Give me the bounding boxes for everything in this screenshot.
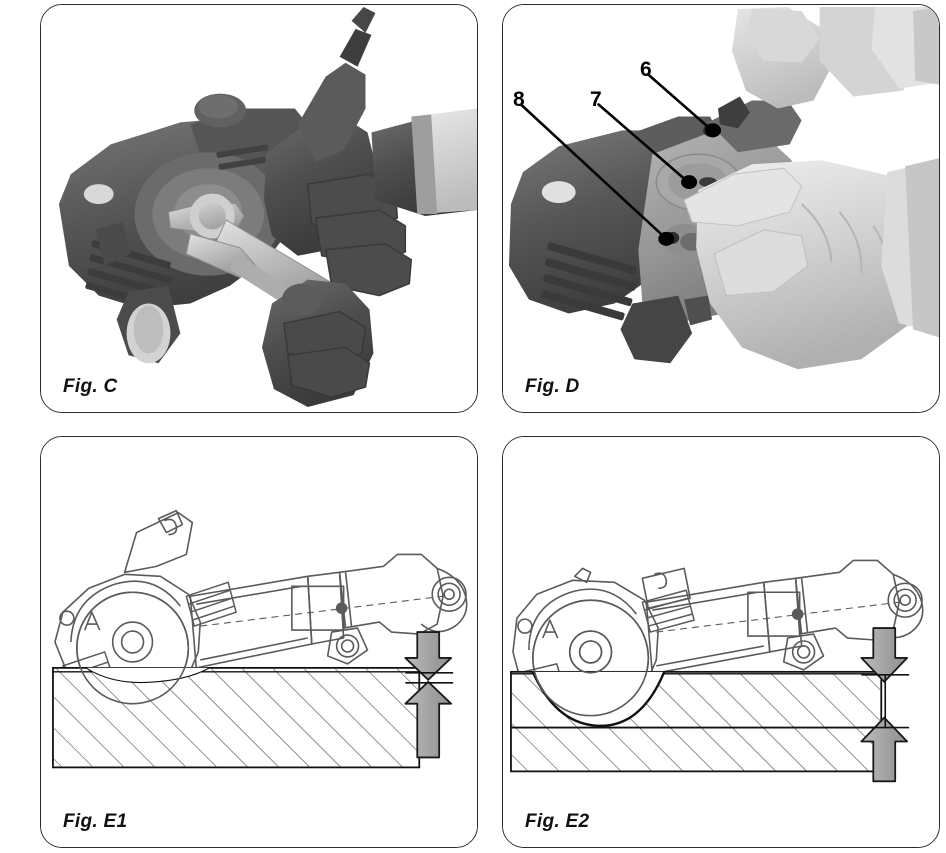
figure-panel-fig-d: 8 7 6 Fig. D [502, 4, 940, 413]
fig-e2-graphic [503, 437, 939, 847]
fig-e2-drawing [503, 437, 939, 847]
fig-d-photo-graphic [503, 5, 939, 412]
figure-panel-fig-e1: Fig. E1 [40, 436, 478, 848]
fig-e1-drawing [41, 437, 477, 847]
fig-c-label: Fig. C [63, 376, 118, 397]
callout-number-8: 8 [513, 88, 525, 111]
fig-c-photo [41, 5, 477, 412]
callout-number-6: 6 [640, 58, 652, 81]
fig-d-label: Fig. D [525, 376, 580, 397]
fig-e1-graphic [41, 437, 477, 847]
callout-number-7: 7 [590, 88, 602, 111]
fig-d-photo [503, 5, 939, 412]
fig-e2-label: Fig. E2 [525, 811, 590, 832]
fig-e1-label: Fig. E1 [63, 811, 128, 832]
fig-c-photo-graphic [41, 5, 477, 412]
figure-panel-fig-c: Fig. C [40, 4, 478, 413]
figure-panel-fig-e2: Fig. E2 [502, 436, 940, 848]
